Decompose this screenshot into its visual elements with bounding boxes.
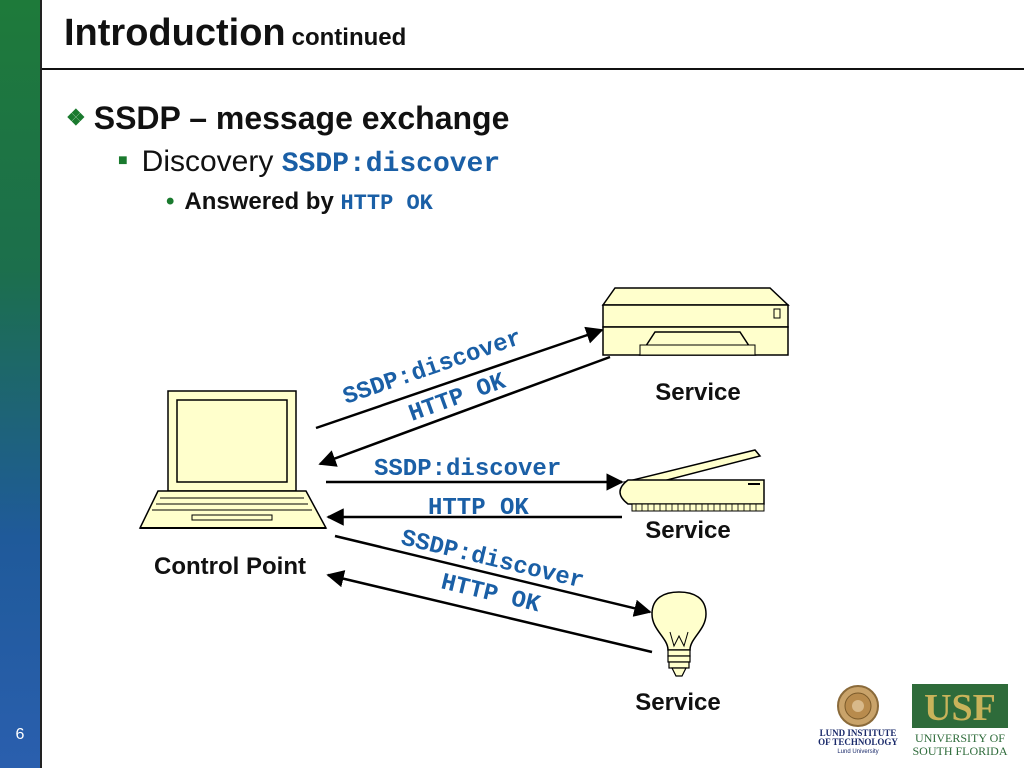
lund-logo-line1: LUND INSTITUTE	[820, 728, 897, 738]
usf-logo-mark: USF	[924, 687, 996, 729]
bullet-level2: ■ Discovery SSDP:discover	[118, 145, 500, 180]
dot-bullet-icon: •	[166, 188, 175, 215]
slide-sidebar: 6	[0, 0, 42, 768]
control-point-label: Control Point	[154, 553, 306, 580]
printer-request-arrow	[315, 326, 604, 430]
bulb-response-arrow	[326, 570, 653, 654]
printer-service-label: Service	[655, 379, 740, 406]
lund-logo-line3: Lund University	[837, 749, 878, 755]
usf-logo-line2: SOUTH FLORIDA	[912, 744, 1007, 758]
lund-seal-logo	[837, 685, 879, 727]
diamond-bullet-icon: ❖	[66, 105, 86, 130]
printer-response-arrow	[318, 355, 611, 467]
scanner-request-label: SSDP:discover	[374, 456, 561, 483]
bullet-level3-text: Answered by	[184, 188, 334, 215]
bulb-service-label: Service	[635, 689, 720, 716]
bulb-request-arrow	[334, 534, 652, 617]
bullet-level1-text: SSDP – message exchange	[93, 100, 510, 136]
usf-logo-line1: UNIVERSITY OF	[915, 731, 1005, 745]
slide-subtitle: continued	[291, 24, 407, 51]
bullet-level3-code: HTTP OK	[340, 191, 433, 216]
slide-title-text: Introduction	[64, 12, 286, 54]
scanner-service-label: Service	[645, 517, 730, 544]
lightbulb-icon	[651, 591, 707, 677]
lund-logo-line2: OF TECHNOLOGY	[818, 737, 898, 747]
bullet-level2-text: Discovery	[141, 145, 274, 178]
laptop-icon	[138, 390, 328, 529]
usf-logo: USF	[912, 684, 1008, 729]
square-bullet-icon: ■	[118, 152, 128, 169]
scanner-icon	[619, 449, 765, 512]
scanner-response-label: HTTP OK	[428, 495, 529, 522]
bullet-level2-code: SSDP:discover	[281, 149, 501, 180]
bullet-level1: ❖ SSDP – message exchange	[66, 100, 509, 137]
bullet-level3: • Answered by HTTP OK	[166, 188, 433, 216]
page-number: 6	[15, 726, 25, 743]
printer-icon	[601, 287, 790, 356]
